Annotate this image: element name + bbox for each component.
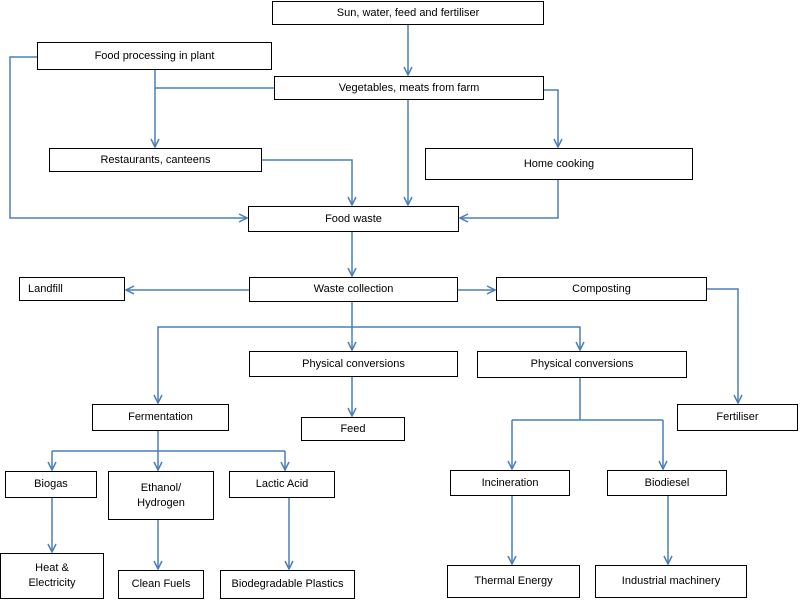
- node-vegetables-meats: Vegetables, meats from farm: [274, 76, 544, 100]
- node-ethanol-hydrogen: Ethanol/ Hydrogen: [108, 471, 214, 520]
- node-feed: Feed: [301, 417, 405, 441]
- node-biodiesel: Biodiesel: [607, 470, 727, 496]
- arrow-restaurants-to-food-waste: [262, 159, 352, 205]
- node-composting: Composting: [496, 277, 707, 301]
- node-inputs: Sun, water, feed and fertiliser: [272, 1, 544, 25]
- node-industrial-machinery: Industrial machinery: [595, 565, 747, 598]
- node-biodegradable-plastics: Biodegradable Plastics: [220, 570, 355, 599]
- arrow-home-cooking-to-food-waste: [460, 180, 559, 218]
- arrow-processing-to-food-waste: [9, 56, 247, 218]
- node-food-processing: Food processing in plant: [37, 42, 272, 70]
- node-waste-collection: Waste collection: [249, 277, 458, 302]
- node-landfill: Landfill: [19, 277, 125, 301]
- node-biogas: Biogas: [5, 471, 97, 498]
- arrow-composting-to-fertiliser: [707, 288, 738, 403]
- node-lactic-acid: Lactic Acid: [229, 471, 335, 498]
- node-physical-conversions-energy: Physical conversions: [477, 351, 687, 378]
- arrow-fermentation-branch: [52, 431, 285, 452]
- node-thermal-energy: Thermal Energy: [447, 565, 580, 598]
- node-restaurants: Restaurants, canteens: [49, 148, 262, 172]
- node-clean-fuels: Clean Fuels: [118, 570, 204, 599]
- node-fermentation: Fermentation: [92, 404, 229, 431]
- arrow-vegetables-to-home-cooking: [544, 89, 558, 147]
- node-home-cooking: Home cooking: [425, 148, 693, 180]
- arrow-physical-energy-branch: [512, 378, 663, 421]
- arrow-collection-to-physical-energy: [352, 326, 580, 350]
- node-incineration: Incineration: [450, 470, 570, 496]
- node-physical-conversions-feed: Physical conversions: [249, 351, 458, 377]
- node-heat-electricity: Heat & Electricity: [0, 553, 104, 599]
- arrow-collection-to-fermentation: [158, 326, 352, 403]
- node-food-waste: Food waste: [248, 206, 459, 232]
- node-fertiliser: Fertiliser: [677, 404, 798, 431]
